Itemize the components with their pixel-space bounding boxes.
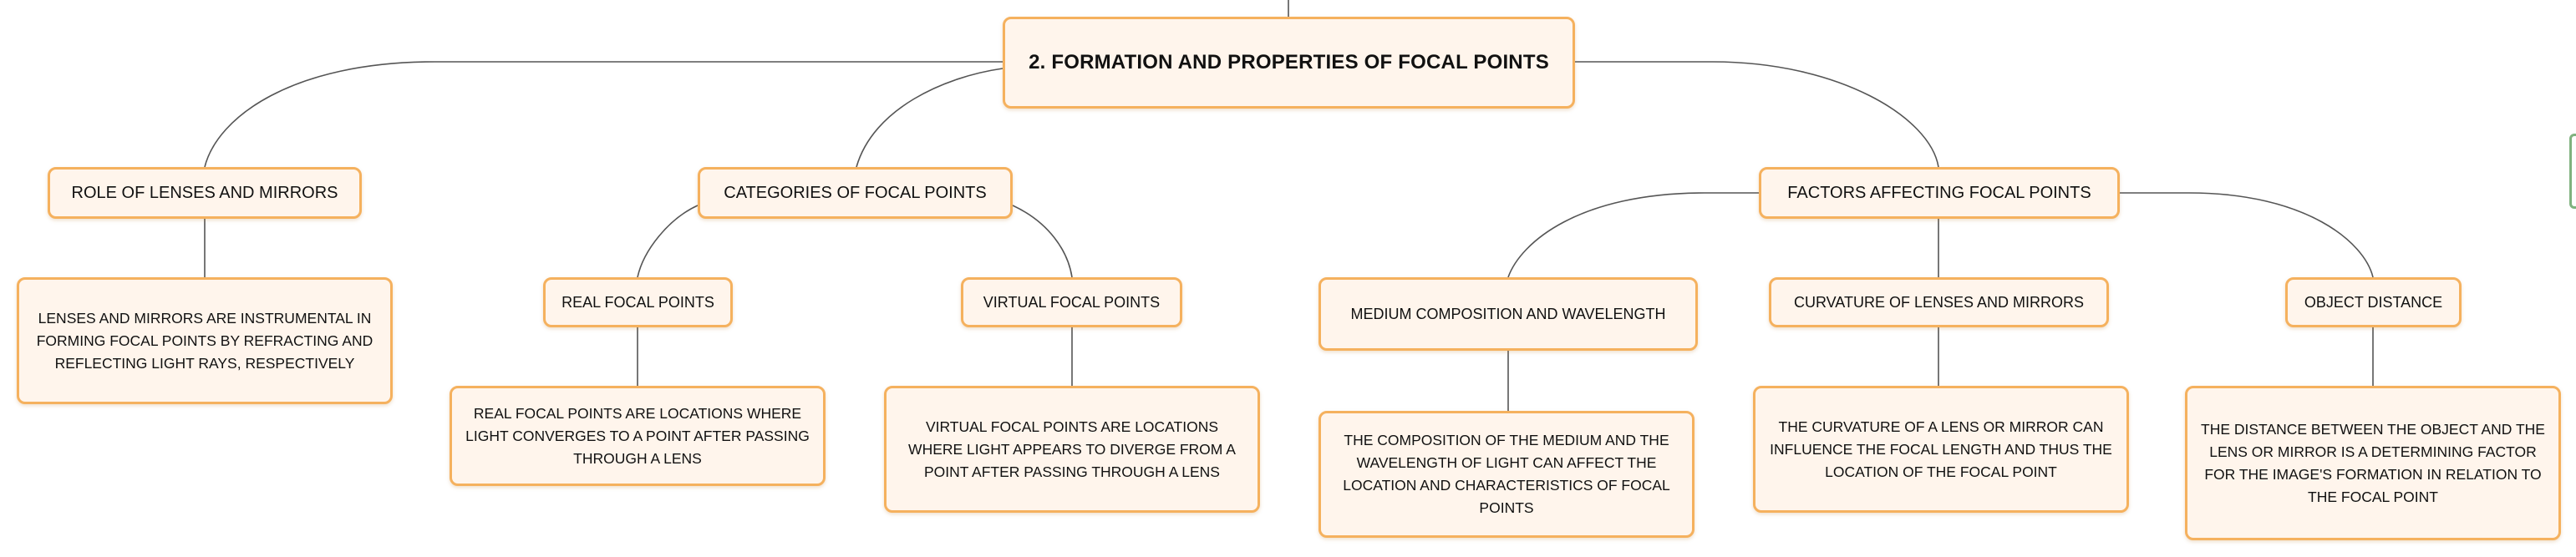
connector-root-role bbox=[204, 61, 1003, 168]
virtual-focal-points-detail-node[interactable]: VIRTUAL FOCAL POINTS ARE LOCATIONS WHERE… bbox=[884, 386, 1260, 513]
object-distance-detail-node[interactable]: THE DISTANCE BETWEEN THE OBJECT AND THE … bbox=[2185, 386, 2561, 540]
connector-root-categories bbox=[856, 68, 1003, 168]
role-detail-node[interactable]: LENSES AND MIRRORS ARE INSTRUMENTAL IN F… bbox=[17, 277, 393, 404]
curvature-detail-node[interactable]: THE CURVATURE OF A LENS OR MIRROR CAN IN… bbox=[1753, 386, 2129, 513]
connector-factors-medium bbox=[1507, 192, 1759, 278]
connector-factors-distance bbox=[2120, 192, 2374, 278]
connector-categories-virtual bbox=[1012, 205, 1073, 278]
offscreen-node-edge bbox=[2569, 134, 2576, 209]
medium-composition-detail-node[interactable]: THE COMPOSITION OF THE MEDIUM AND THE WA… bbox=[1318, 411, 1694, 538]
real-focal-points-detail-node[interactable]: REAL FOCAL POINTS ARE LOCATIONS WHERE LI… bbox=[450, 386, 826, 486]
virtual-focal-points-node[interactable]: VIRTUAL FOCAL POINTS bbox=[961, 277, 1182, 327]
connector-root-factors bbox=[1575, 61, 1939, 168]
connector-categories-real bbox=[637, 205, 699, 278]
medium-composition-node[interactable]: MEDIUM COMPOSITION AND WAVELENGTH bbox=[1318, 277, 1698, 351]
real-focal-points-node[interactable]: REAL FOCAL POINTS bbox=[543, 277, 733, 327]
object-distance-node[interactable]: OBJECT DISTANCE bbox=[2285, 277, 2462, 327]
role-of-lenses-and-mirrors-node[interactable]: ROLE OF LENSES AND MIRRORS bbox=[48, 167, 362, 219]
categories-of-focal-points-node[interactable]: CATEGORIES OF FOCAL POINTS bbox=[698, 167, 1013, 219]
root-node[interactable]: 2. FORMATION AND PROPERTIES OF FOCAL POI… bbox=[1003, 17, 1575, 109]
curvature-of-lenses-node[interactable]: CURVATURE OF LENSES AND MIRRORS bbox=[1769, 277, 2109, 327]
factors-affecting-focal-points-node[interactable]: FACTORS AFFECTING FOCAL POINTS bbox=[1759, 167, 2120, 219]
